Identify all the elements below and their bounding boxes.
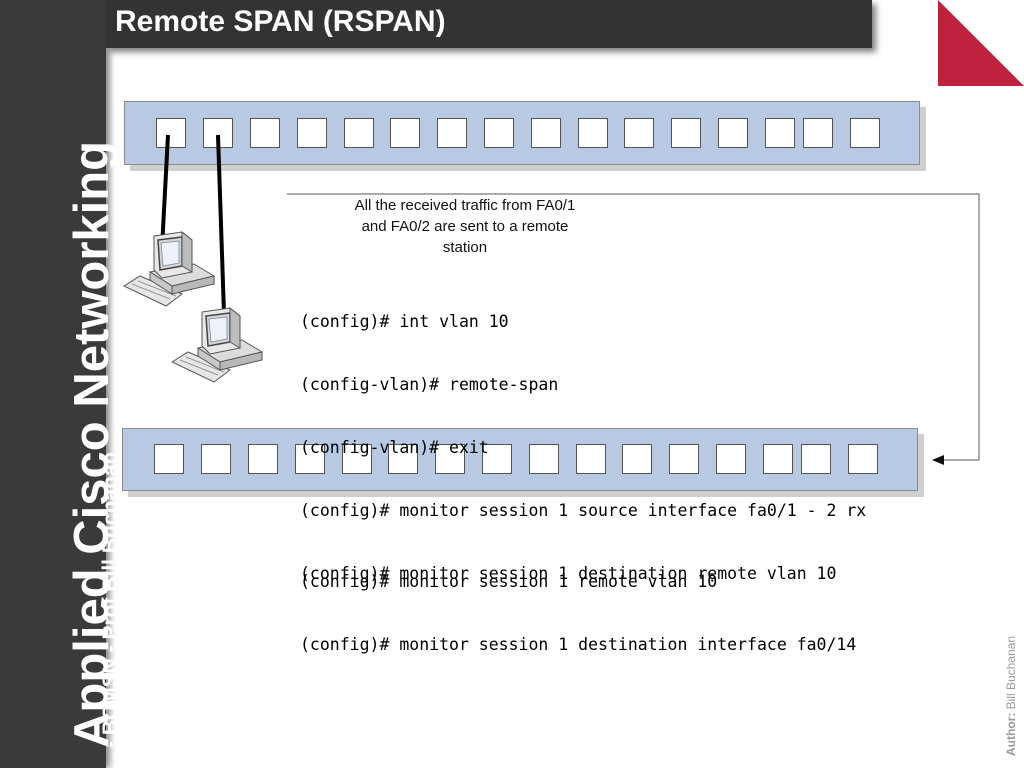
switch-port <box>671 118 701 148</box>
annotation-text: All the received traffic from FA0/1 and … <box>330 195 600 258</box>
switch-port <box>482 444 512 474</box>
config-line: (config)# int vlan 10 <box>300 312 509 331</box>
computer-icon <box>171 307 263 383</box>
switch-port <box>201 444 231 474</box>
switch-port <box>529 444 559 474</box>
config-line: (config-vlan)# exit <box>300 438 489 457</box>
switch-bottom <box>122 428 918 491</box>
slide-title: Remote SPAN (RSPAN) <box>115 5 446 38</box>
switch-port <box>763 444 793 474</box>
switch-port <box>344 118 374 148</box>
author-credit: Author: Bill Buchanan <box>1004 636 1018 756</box>
switch-port <box>624 118 654 148</box>
config-destination-block: (config)# monitor session 1 remote vlan … <box>300 529 856 676</box>
rspan-path-line <box>287 193 980 461</box>
cable-fa0-2 <box>216 134 226 315</box>
switch-port <box>435 444 465 474</box>
arrow-left-icon <box>932 455 944 465</box>
switch-port <box>578 118 608 148</box>
annotation-line: All the received traffic from FA0/1 <box>354 197 576 214</box>
config-line: (config)# monitor session 1 source inter… <box>300 501 867 520</box>
annotation-line: station <box>442 239 488 256</box>
switch-port <box>295 444 325 474</box>
switch-port <box>154 444 184 474</box>
switch-port <box>801 444 831 474</box>
title-bar: Remote SPAN (RSPAN) <box>106 0 872 48</box>
switch-port <box>803 118 833 148</box>
cable-fa0-1 <box>160 134 170 249</box>
config-line: (config)# monitor session 1 destination … <box>300 564 837 583</box>
config-line: (config)# monitor session 1 remote vlan … <box>300 572 718 591</box>
config-source-block: (config)# int vlan 10 (config-vlan)# rem… <box>300 269 866 605</box>
switch-port <box>669 444 699 474</box>
switch-port <box>297 118 327 148</box>
author-name: Bill Buchanan <box>1004 635 1018 710</box>
switch-port <box>156 118 186 148</box>
author-label: Author: <box>1004 712 1018 756</box>
switch-port <box>248 444 278 474</box>
switch-port <box>531 118 561 148</box>
switch-port <box>718 118 748 148</box>
switch-port <box>484 118 514 148</box>
corner-triangle-decoration <box>938 0 1024 86</box>
switch-port <box>342 444 372 474</box>
annotation-line: and FA0/2 are sent to a remote <box>361 218 569 235</box>
switch-port <box>388 444 418 474</box>
switch-port <box>250 118 280 148</box>
switch-port <box>765 118 795 148</box>
switch-port <box>576 444 606 474</box>
sidebar: Applied Cisco Networking - BCMSN - Prof … <box>0 0 122 768</box>
switch-port <box>390 118 420 148</box>
switch-port <box>850 118 880 148</box>
switch-port <box>437 118 467 148</box>
computer-icon <box>123 231 215 307</box>
config-line: (config-vlan)# remote-span <box>300 375 559 394</box>
switch-port <box>622 444 652 474</box>
config-line: (config)# monitor session 1 destination … <box>300 635 857 654</box>
switch-port <box>848 444 878 474</box>
switch-port <box>716 444 746 474</box>
